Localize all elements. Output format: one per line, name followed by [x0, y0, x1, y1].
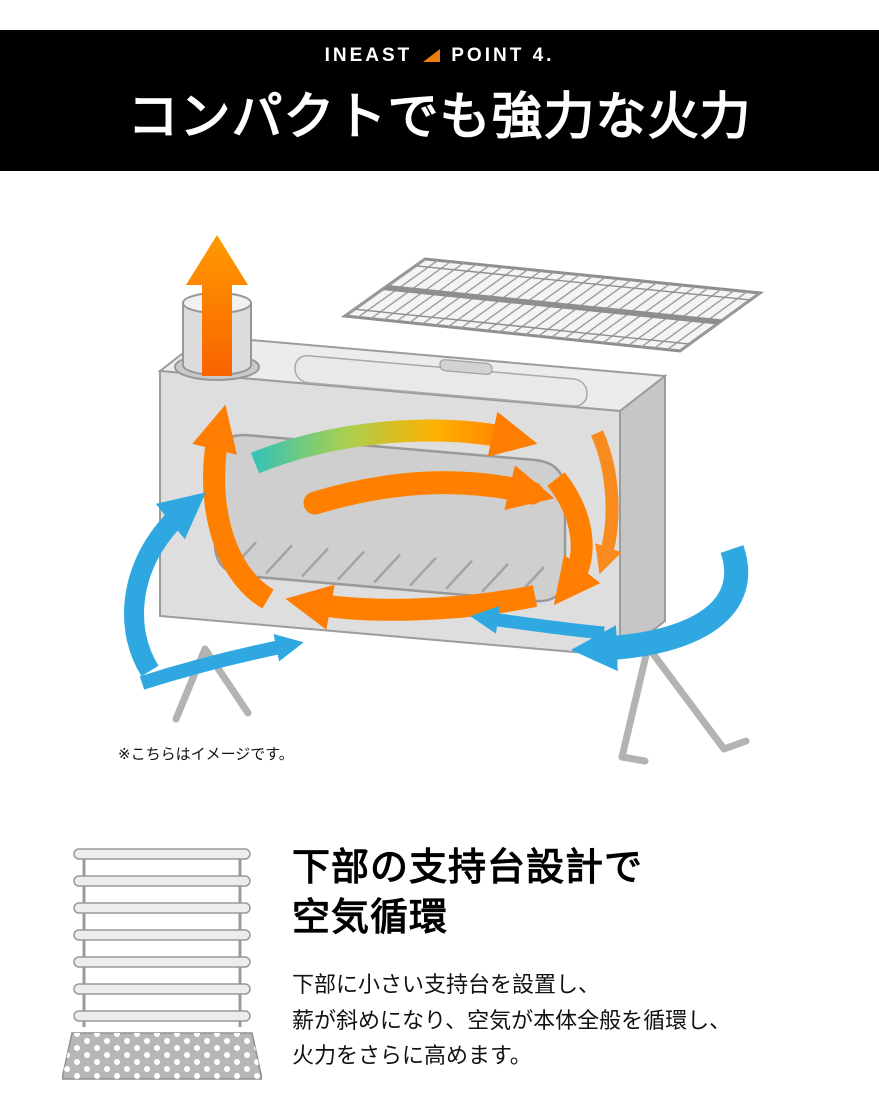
hot-air-right-arrow [303, 465, 555, 515]
feature-body: 下部に小さい支持台を設置し、 薪が斜めになり、空気が本体全般を循環し、 火力をさ… [292, 967, 731, 1073]
stove-right-face [619, 373, 666, 659]
cool-air-left-arrow [124, 492, 206, 677]
point-label: POINT 4. [451, 45, 555, 66]
image-disclaimer-caption: ※こちらはイメージです。 [118, 746, 294, 763]
orange-triangle-icon [423, 48, 441, 62]
feature-heading: 下部の支持台設計で 空気循環 [292, 843, 731, 943]
feature-body-line3: 火力をさらに高めます。 [292, 1042, 532, 1068]
hot-air-top-gradient-arrow [250, 411, 538, 474]
feature-section: 下部の支持台設計で 空気循環 下部に小さい支持台を設置し、 薪が斜めになり、空気… [0, 841, 879, 1081]
hot-air-bottom-arrow [285, 584, 538, 630]
feature-body-line2: 薪が斜めになり、空気が本体全般を循環し、 [292, 1007, 732, 1033]
stove-illustration-section: ※こちらはイメージです。 [0, 171, 879, 783]
hot-air-arrows [186, 235, 622, 630]
hot-air-up-arrow [186, 235, 248, 376]
point-line: INEAST POINT 4. [0, 45, 879, 67]
stove-lid [294, 354, 588, 407]
cool-air-under-arrow [470, 605, 605, 640]
cool-air-arrows [124, 492, 749, 690]
feature-body-line1: 下部に小さい支持台を設置し、 [292, 972, 601, 998]
cool-air-right-arrow [571, 545, 749, 672]
feature-heading-line2: 空気循環 [292, 897, 449, 940]
header-banner: INEAST POINT 4. コンパクトでも強力な火力 [0, 30, 879, 171]
folding-stand-illustration [62, 848, 262, 1080]
brand-label: INEAST [324, 45, 413, 66]
grill-grate [340, 257, 765, 353]
rack-bars [73, 848, 251, 1022]
feature-text: 下部の支持台設計で 空気循環 下部に小さい支持台を設置し、 薪が斜めになり、空気… [292, 841, 731, 1073]
feature-heading-line1: 下部の支持台設計で [292, 847, 644, 889]
hot-air-down-arrow [547, 472, 601, 606]
cool-air-left-under-arrow [139, 634, 304, 690]
page-title: コンパクトでも強力な火力 [127, 88, 752, 145]
hot-air-left-up-arrow [192, 404, 275, 609]
hot-air-endcap-arrow [591, 430, 622, 575]
stove-airflow-diagram [124, 235, 765, 765]
